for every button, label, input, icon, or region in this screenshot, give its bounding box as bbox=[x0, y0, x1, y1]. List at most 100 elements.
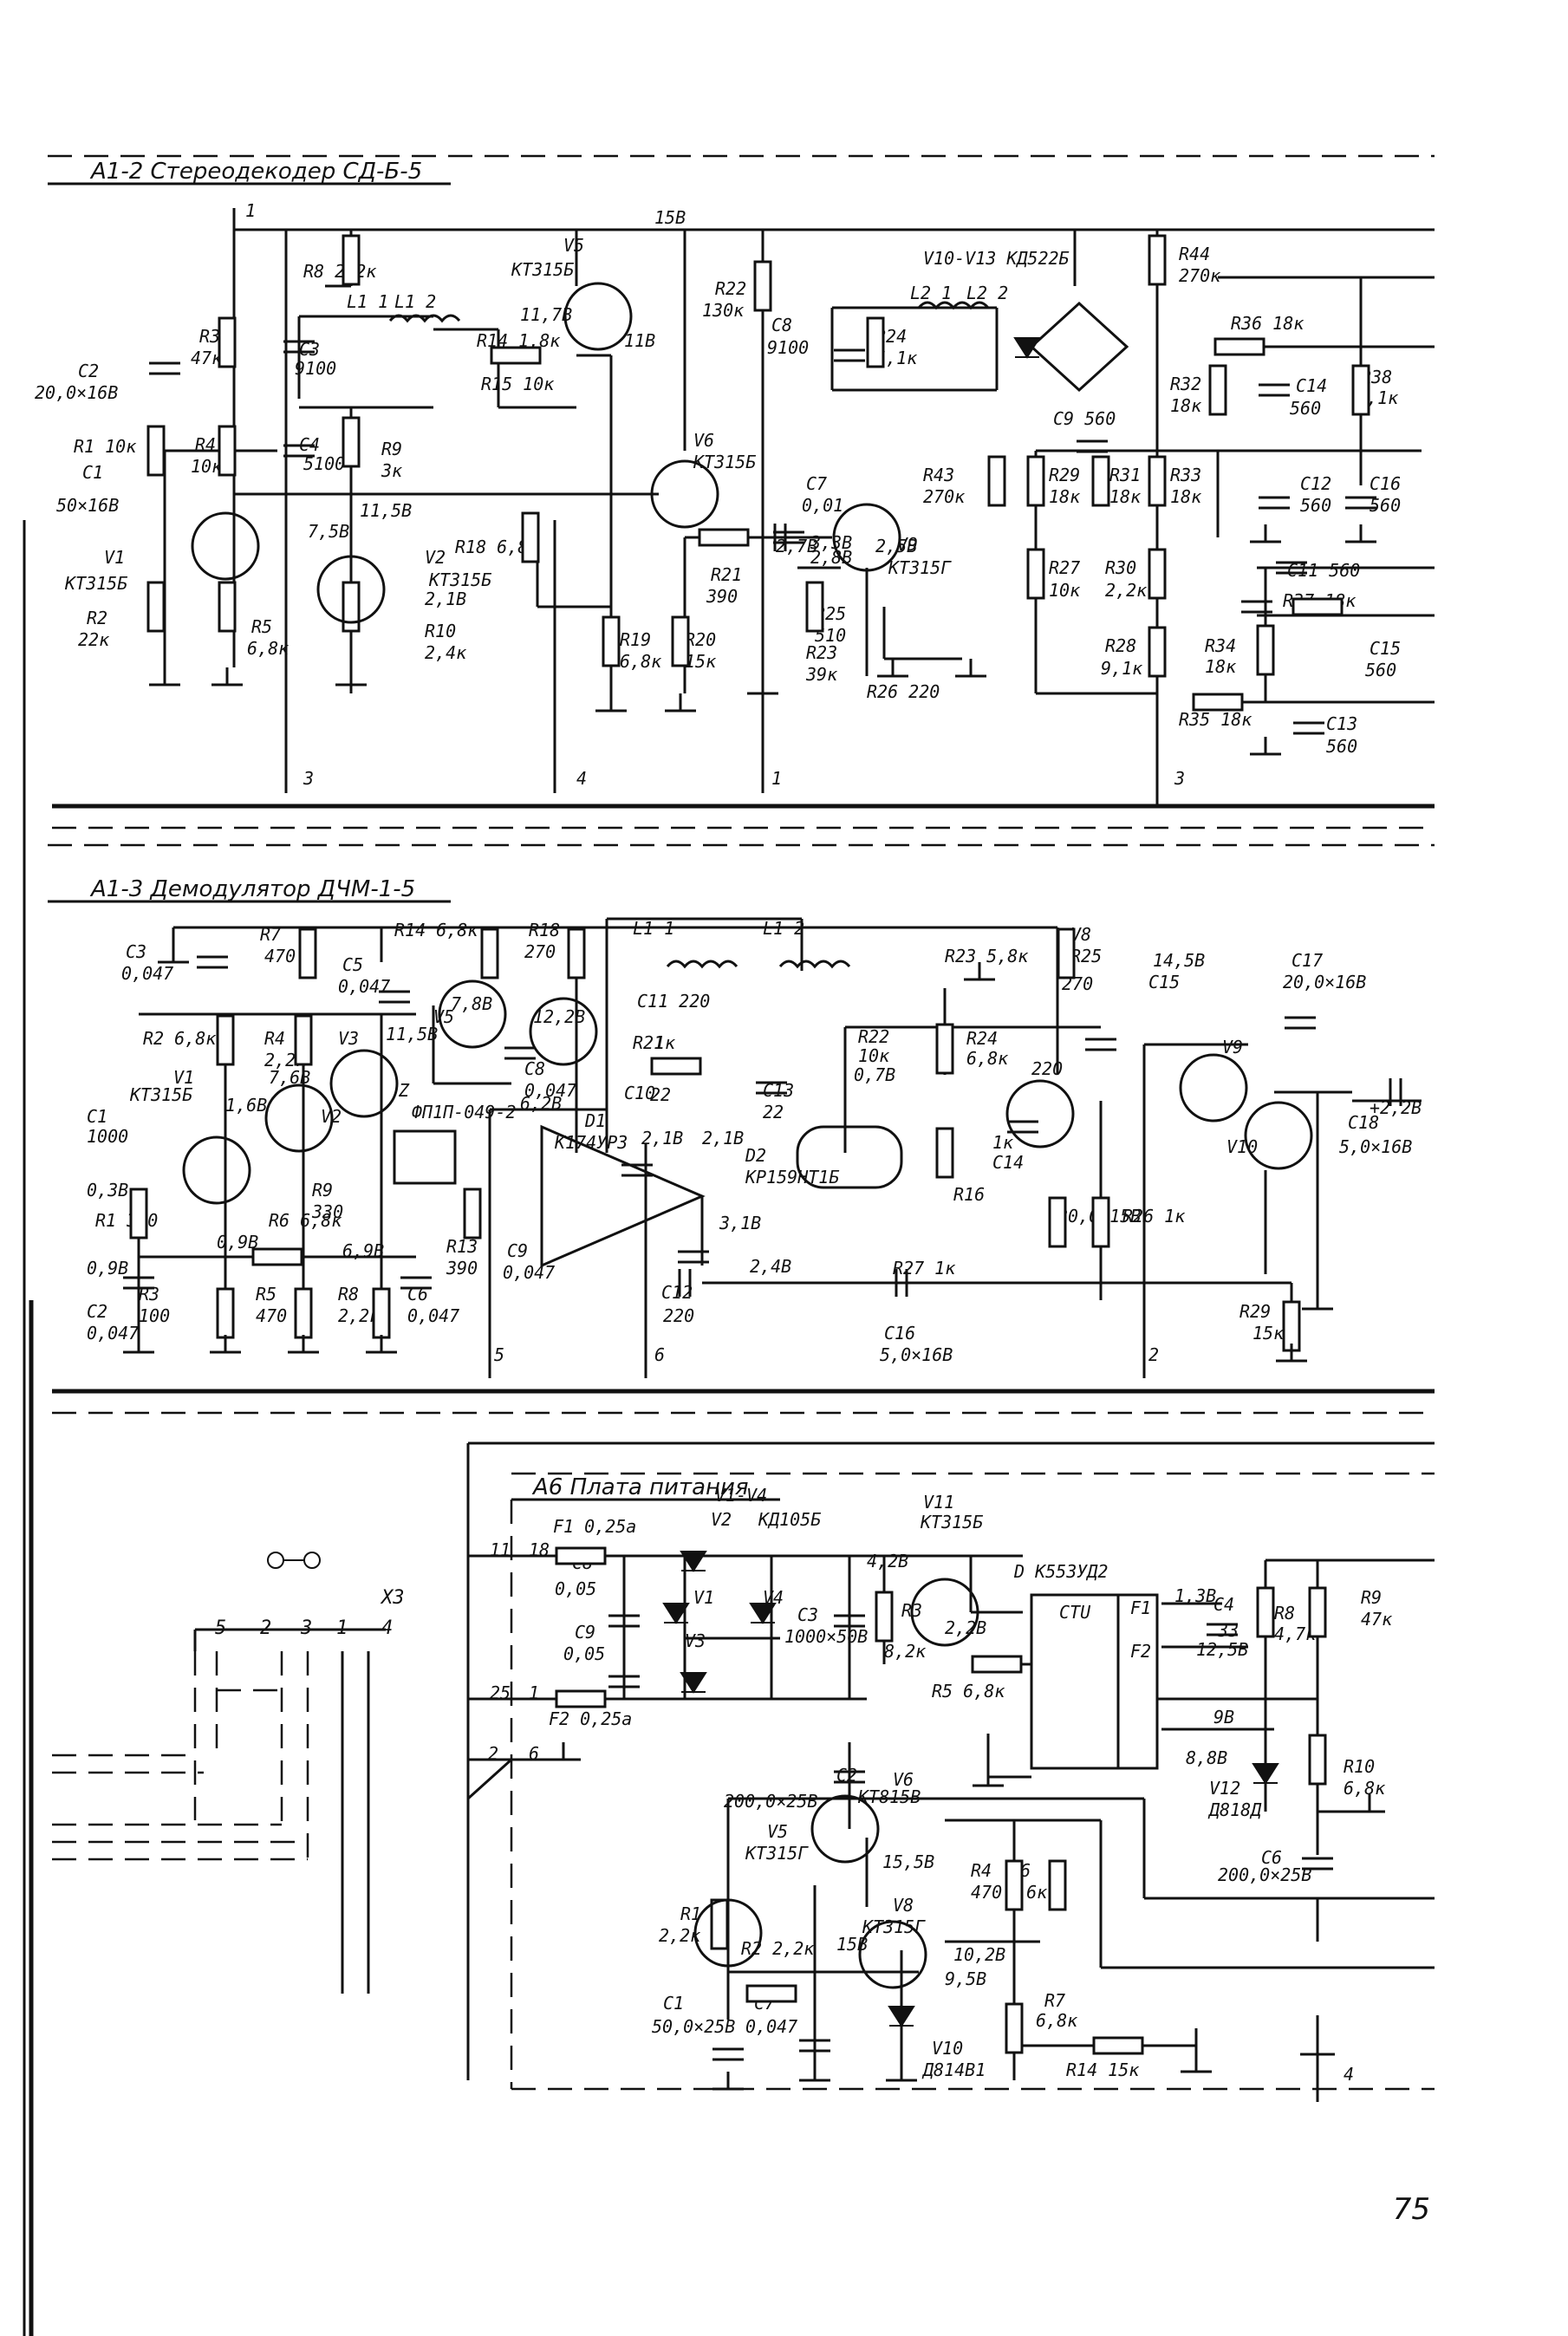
resistor-27 bbox=[567, 927, 586, 979]
a6-label-48: R4 bbox=[971, 1860, 992, 1881]
ground-8 bbox=[1250, 524, 1281, 543]
a12-label-44: 390 bbox=[706, 586, 738, 607]
ground-6 bbox=[877, 659, 908, 678]
ground-12 bbox=[210, 1335, 241, 1354]
a12-label-12: 10к bbox=[191, 456, 223, 477]
capacitor-h-0 bbox=[773, 524, 787, 551]
a6-label-33: 9В bbox=[1213, 1707, 1234, 1728]
a13-label-21: 0,3В bbox=[87, 1180, 128, 1201]
a13-label-6: R14 6,8к bbox=[394, 920, 478, 940]
a6-label-12: C3 bbox=[797, 1604, 818, 1625]
x3-pin-label-1: 2 bbox=[260, 1617, 271, 1639]
power-bus-lines bbox=[23, 228, 1435, 2336]
a13-label-72: R23 5,8к bbox=[945, 946, 1029, 966]
a6-label-31: R9 bbox=[1361, 1587, 1382, 1608]
x3-pin-label-0: 5 bbox=[215, 1617, 226, 1639]
capacitor-10 bbox=[1293, 721, 1324, 735]
a6-label-6: V1-V4 bbox=[715, 1485, 767, 1506]
a6-label-29: R8 bbox=[1274, 1603, 1295, 1623]
ground-18 bbox=[1302, 1292, 1333, 1311]
a6-label-26: C4 bbox=[1213, 1594, 1234, 1615]
a6-label-37: R10 bbox=[1344, 1756, 1375, 1777]
capacitor-h-3 bbox=[678, 1269, 692, 1297]
a12-label-102: 3,3В bbox=[810, 532, 852, 553]
a13-label-12: 11,5В bbox=[386, 1024, 438, 1044]
a13-label-49: C9 bbox=[507, 1240, 528, 1261]
ground-0 bbox=[149, 667, 180, 686]
diode-1 bbox=[680, 1551, 707, 1572]
a13-label-4: C5 bbox=[342, 954, 363, 975]
a13-label-37: 470 bbox=[256, 1305, 287, 1326]
a12-label-30: 2,4к bbox=[425, 642, 467, 663]
a12-label-82: R44 bbox=[1179, 244, 1210, 264]
a13-label-58: C10 bbox=[624, 1083, 655, 1103]
a12-label-72: R33 bbox=[1170, 465, 1201, 485]
a6-label-23: F1 bbox=[1130, 1597, 1151, 1618]
capacitor-29 bbox=[1207, 1623, 1238, 1637]
resistor-19 bbox=[1148, 548, 1167, 600]
a6-label-9: V1 bbox=[693, 1587, 714, 1608]
opamp-d1 bbox=[540, 1124, 706, 1268]
a12-label-79: 9,1к bbox=[1101, 658, 1143, 679]
coil-2 bbox=[666, 960, 738, 969]
a12-label-69: 18к bbox=[1049, 486, 1081, 507]
resistor-12 bbox=[866, 316, 885, 368]
ground-4 bbox=[665, 693, 696, 713]
a13-label-71: 0,7В bbox=[854, 1064, 895, 1085]
a6-label-34: 8,8В bbox=[1186, 1747, 1227, 1768]
a12-label-10: 22к bbox=[78, 629, 110, 650]
resistor-45 bbox=[710, 1898, 729, 1950]
a13-label-10: 7,8В bbox=[451, 993, 492, 1014]
a6-label-3: C9 bbox=[575, 1622, 595, 1643]
capacitor-3 bbox=[834, 348, 865, 362]
a12-label-98: 560 bbox=[1365, 660, 1396, 680]
capacitor-22 bbox=[1285, 1016, 1316, 1030]
resistor-h-0 bbox=[490, 346, 542, 365]
resistor-13 bbox=[805, 581, 824, 633]
a6-label-65: Д814В1 bbox=[921, 2059, 986, 2080]
transistor-16 bbox=[858, 1920, 927, 1989]
a12-label-74: R27 bbox=[1049, 557, 1080, 578]
a13-label-53: L1 1 bbox=[633, 918, 674, 939]
a6-label-39: C6 bbox=[1261, 1847, 1282, 1868]
coil-3 bbox=[778, 960, 851, 969]
resistor-33 bbox=[372, 1287, 391, 1339]
a6-label-40: 200,0×25В bbox=[1218, 1864, 1311, 1885]
a13-pin-label-0: 5 bbox=[494, 1344, 504, 1365]
a6-label-0: F1 0,25а bbox=[553, 1516, 636, 1537]
resistor-h-9 bbox=[1092, 2036, 1144, 2055]
a6-label-20: R5 6,8к bbox=[932, 1681, 1005, 1702]
a6-label-46: КТ315Г bbox=[745, 1843, 809, 1864]
a6-label-45: V5 bbox=[767, 1821, 788, 1842]
a12-label-47: V6 bbox=[693, 430, 714, 451]
a6-label-5: F2 0,25а bbox=[549, 1708, 632, 1729]
capacitor-24 bbox=[608, 1675, 640, 1689]
capacitor-26 bbox=[834, 1770, 865, 1784]
transistor-12 bbox=[1244, 1101, 1313, 1170]
a12-label-37: 15В bbox=[654, 207, 686, 228]
diode-bridge bbox=[1029, 301, 1129, 393]
ground-25 bbox=[1354, 1794, 1385, 1813]
a6-label-15: V11 bbox=[923, 1492, 954, 1513]
coil-0 bbox=[388, 314, 461, 323]
diode-6 bbox=[1252, 1763, 1279, 1785]
a12-label-70: R31 bbox=[1109, 465, 1141, 485]
resistor-36 bbox=[1057, 927, 1076, 979]
a13-label-14: R4 bbox=[264, 1028, 285, 1049]
a13-pin-label-2: 2 bbox=[1148, 1344, 1159, 1365]
a12-label-97: C15 bbox=[1370, 638, 1401, 659]
ground-3 bbox=[595, 693, 627, 713]
a6-label-58: 10,2В bbox=[953, 1944, 1005, 1965]
a13-label-62: C12 bbox=[661, 1282, 693, 1303]
a6-label-4: 0,05 bbox=[563, 1643, 605, 1664]
a12-label-24: 3к bbox=[381, 460, 403, 481]
a13-label-30: 0,9В bbox=[217, 1232, 258, 1253]
a12-label-89: C12 bbox=[1300, 473, 1331, 494]
resistor-31 bbox=[216, 1287, 235, 1339]
a13-pin-label-1: 6 bbox=[654, 1344, 665, 1365]
resistor-25 bbox=[298, 927, 317, 979]
a13-label-64: 3,1В bbox=[719, 1213, 761, 1233]
capacitor-23 bbox=[608, 1614, 640, 1628]
a13-label-19: C1 bbox=[87, 1106, 107, 1127]
a12-label-33: V5 bbox=[563, 235, 584, 256]
